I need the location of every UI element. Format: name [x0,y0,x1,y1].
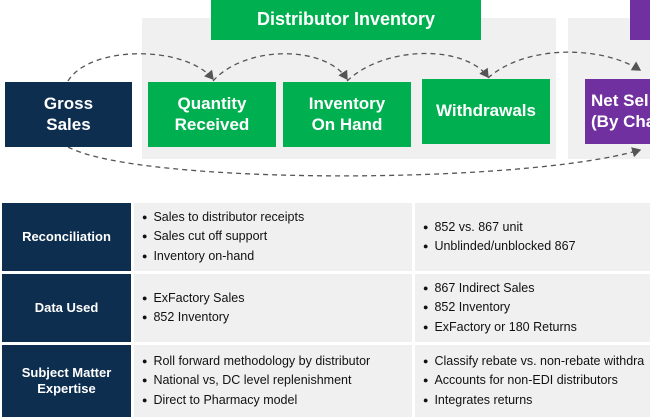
quantity-received-box: Quantity Received [148,82,276,147]
bullet-item: 852 Inventory [423,298,650,317]
inventory-on-hand-box: Inventory On Hand [283,82,411,147]
left-cell: ExFactory Sales852 Inventory [134,274,412,342]
bullet-item: Classify rebate vs. non-rebate withdra [423,352,650,371]
right-cell: Classify rebate vs. non-rebate withdraAc… [415,345,650,417]
arrow-received-to-onhand [212,53,348,82]
bullet-item: ExFactory or 180 Returns [423,318,650,337]
left-cell: Roll forward methodology by distributorN… [134,345,412,417]
row-header: Data Used [2,274,131,342]
bullet-item: Sales to distributor receipts [142,208,412,227]
arrow-gross-to-netsell-bottom [67,146,642,177]
net-sell-box: Net Sel (By Cha [585,79,650,144]
bullet-item: Integrates returns [423,391,650,410]
gross-sales-box: Gross Sales [5,82,132,147]
row-header: Subject Matter Expertise [2,345,131,417]
bullet-item: 867 Indirect Sales [423,279,650,298]
right-cell: 867 Indirect Sales852 InventoryExFactory… [415,274,650,342]
bullet-item: Accounts for non-EDI distributors [423,371,650,390]
row-header: Reconciliation [2,203,131,271]
bullet-item: Inventory on-hand [142,247,412,266]
bullet-item: 852 Inventory [142,308,412,327]
arrow-withdrawals-to-netsell [487,51,642,79]
bullet-item: Unblinded/unblocked 867 [423,237,650,256]
bullet-item: ExFactory Sales [142,289,412,308]
net-sell-header-stub [630,0,650,40]
bullet-item: Direct to Pharmacy model [142,391,412,410]
table-row: ReconciliationSales to distributor recei… [0,203,650,271]
distributor-inventory-title: Distributor Inventory [211,0,481,40]
arrow-gross-to-received [67,53,214,82]
bullet-item: 852 vs. 867 unit [423,218,650,237]
table-row: Subject Matter ExpertiseRoll forward met… [0,345,650,417]
left-cell: Sales to distributor receiptsSales cut o… [134,203,412,271]
bullet-item: Roll forward methodology by distributor [142,352,412,371]
flow-arrows [67,51,642,177]
bullet-item: Sales cut off support [142,227,412,246]
right-cell: 852 vs. 867 unitUnblinded/unblocked 867 [415,203,650,271]
bullet-item: National vs, DC level replenishment [142,371,412,390]
table-row: Data UsedExFactory Sales852 Inventory867… [0,274,650,342]
arrow-onhand-to-withdrawals [346,52,489,82]
withdrawals-box: Withdrawals [422,79,550,144]
